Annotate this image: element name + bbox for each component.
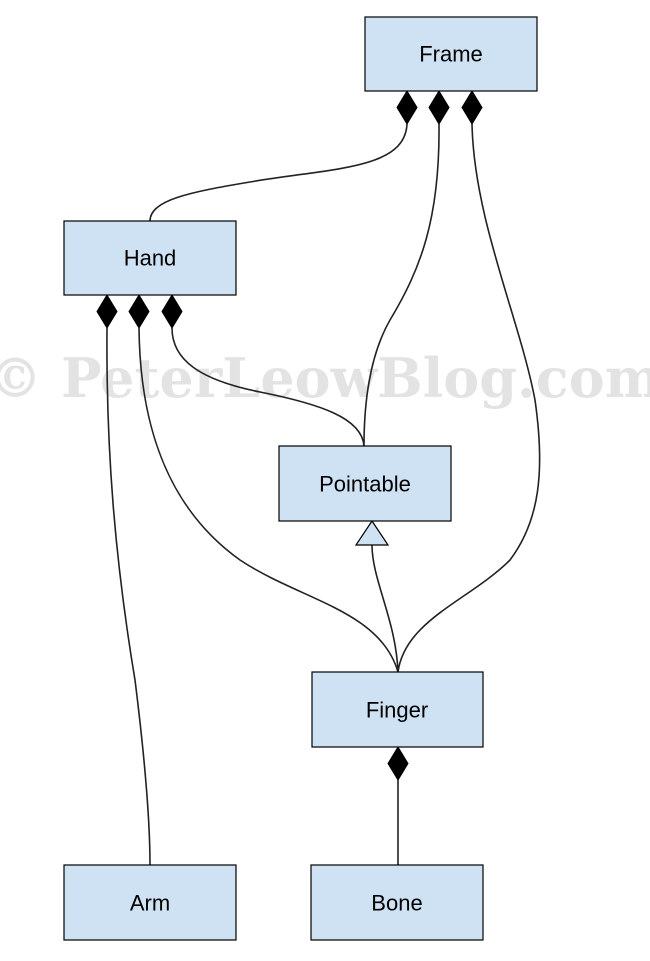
markers [96,90,483,781]
node-hand[interactable]: Hand [63,220,237,296]
frame-composition-diamond-1 [396,90,418,125]
node-frame[interactable]: Frame [364,16,538,92]
edge-frame-pointable [363,123,440,447]
edge-hand-finger [138,327,399,673]
watermark-text: © PeterLeowBlog.com [0,346,650,410]
node-hand-label: Hand [124,246,177,271]
hand-composition-diamond-2 [128,294,150,329]
node-bone-label: Bone [371,891,422,916]
node-bone[interactable]: Bone [310,864,484,941]
node-finger[interactable]: Finger [311,671,484,748]
node-pointable[interactable]: Pointable [278,445,452,522]
edge-hand-arm [106,327,151,866]
node-pointable-label: Pointable [319,472,411,497]
pointable-generalization-arrow [354,519,390,546]
frame-composition-diamond-2 [428,90,450,125]
edges [106,123,541,866]
edge-frame-hand [149,123,408,222]
frame-composition-diamond-3 [461,90,483,125]
finger-composition-diamond [387,746,409,781]
hand-composition-diamond-3 [161,294,183,329]
node-frame-label: Frame [419,42,483,67]
edge-finger-pointable [371,544,399,673]
node-arm[interactable]: Arm [63,864,237,941]
edge-hand-pointable [171,327,365,447]
edge-frame-finger [397,123,541,673]
node-finger-label: Finger [366,698,428,723]
node-arm-label: Arm [130,891,170,916]
hand-composition-diamond-1 [96,294,118,329]
